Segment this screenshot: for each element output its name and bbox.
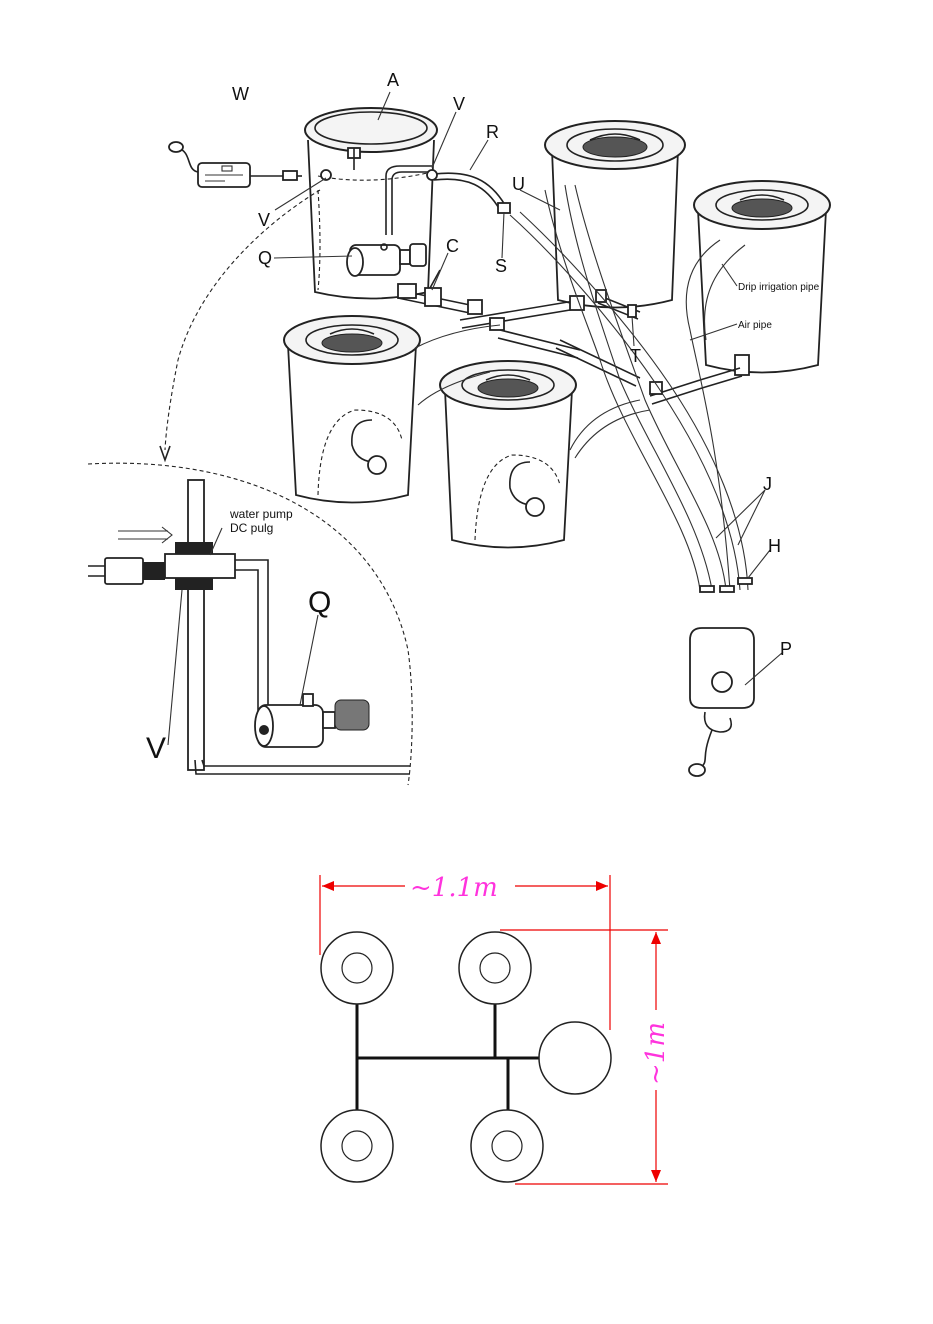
label-j: J [763, 474, 772, 494]
label-a: A [387, 70, 399, 90]
label-v-detail: V [146, 732, 166, 765]
plan-pipes [357, 1003, 540, 1112]
dimension-width: ~1.1m [410, 873, 498, 903]
plan-bucket-bottom-right [471, 1110, 543, 1182]
bucket-left [284, 316, 420, 503]
label-c: C [446, 236, 459, 256]
label-w: W [232, 84, 249, 104]
plan-bucket-top-right [459, 932, 531, 1004]
label-h: H [768, 536, 781, 556]
assembly-drawing: W A V R U V Q C S T J H P Q V Drip irrig… [88, 70, 830, 785]
power-adapter-w [169, 142, 302, 187]
bucket-front [440, 361, 576, 548]
reservoir-bucket-a [305, 108, 437, 299]
submersible-pump-detail [255, 694, 369, 747]
label-q-top: Q [258, 248, 272, 268]
label-q-detail: Q [308, 586, 331, 619]
label-v-left: V [258, 210, 270, 230]
bucket-top-right [545, 121, 685, 308]
label-t: T [630, 346, 641, 366]
label-p: P [780, 639, 792, 659]
annotation-pump-line1: water pump [229, 507, 293, 521]
plan-bucket-bottom-left [321, 1110, 393, 1182]
annotation-air-pipe: Air pipe [738, 320, 772, 331]
label-r: R [486, 122, 499, 142]
label-v-top: V [453, 94, 465, 114]
label-s: S [495, 256, 507, 276]
layout-plan: ~1.1m ~1m [320, 872, 671, 1184]
air-pump-p [689, 628, 754, 776]
label-u: U [512, 174, 525, 194]
plan-bucket-top-left [321, 932, 393, 1004]
dimension-height: ~1m [641, 1022, 671, 1085]
annotation-pump-line2: DC pulg [230, 521, 273, 535]
annotation-drip-pipe: Drip irrigation pipe [738, 282, 820, 293]
plan-reservoir [539, 1022, 611, 1094]
